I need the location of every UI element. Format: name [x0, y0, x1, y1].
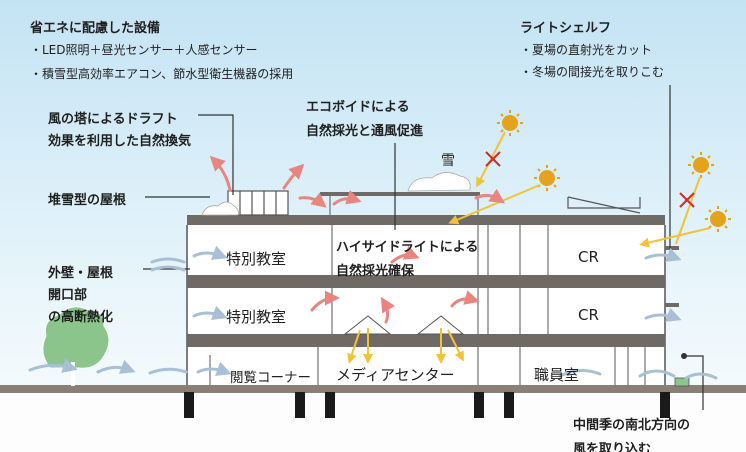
- snow-label: 雪: [441, 153, 455, 169]
- sun-icons: [496, 109, 732, 233]
- room-cr-1f: CR: [578, 306, 599, 324]
- lightshelf-line1: ・夏場の直射光をカット: [520, 43, 653, 57]
- breeze-line2: 風を取り込む: [573, 442, 652, 452]
- breeze-line1: 中間季の南北方向の: [573, 418, 691, 433]
- building-body: [186, 225, 666, 385]
- roof-parapet: [567, 197, 641, 209]
- ground-line: [0, 385, 746, 393]
- wind-tower: [227, 190, 289, 216]
- room-cr-2f: CR: [578, 248, 599, 266]
- lightshelf-line2: ・冬場の間接光を取りこむ: [520, 65, 665, 79]
- floor-slabs: [187, 192, 665, 347]
- room-reading-corner: 閲覧コーナー: [230, 370, 311, 386]
- insulation-line2: 開口部: [48, 288, 88, 303]
- highside-line1: ハイサイドライトによる: [336, 240, 479, 255]
- outdoor-unit: [674, 377, 690, 387]
- insulation-line1: 外壁・屋根: [48, 266, 114, 281]
- block-marks: [485, 151, 695, 208]
- ground-area: [0, 385, 746, 452]
- room-staff-room: 職員室: [534, 366, 580, 384]
- energy-title: 省エネに配慮した設備: [30, 21, 161, 36]
- leader-lines: [143, 85, 704, 410]
- wind-tower-line2: 効果を利用した自然換気: [48, 134, 192, 149]
- tree: [42, 306, 110, 386]
- cool-air-arrows: [28, 245, 718, 380]
- room-media-center: メディアセンター: [336, 366, 455, 384]
- roof-label: 堆雪型の屋根: [48, 193, 127, 208]
- foundations: [184, 392, 670, 418]
- wind-tower-line1: 風の塔によるドラフト: [48, 112, 178, 127]
- snow-piles: [201, 172, 471, 216]
- lightshelf-title: ライトシェルフ: [520, 21, 612, 36]
- energy-line2: ・積雪型高効率エアコン、節水型衛生機器の採用: [30, 67, 294, 81]
- insulation-line3: の高断熱化: [48, 310, 114, 325]
- room-special-classroom-2f: 特別教室: [226, 250, 287, 268]
- warm-air-arrows: [209, 155, 505, 324]
- eco-void-line2: 自然採光と通風促進: [306, 124, 424, 139]
- energy-line1: ・LED照明＋昼光センサー＋人感センサー: [30, 43, 258, 57]
- eco-void-line1: エコボイドによる: [306, 100, 410, 115]
- highside-line2: 自然採光確保: [336, 264, 415, 279]
- room-special-classroom-1f: 特別教室: [226, 308, 287, 326]
